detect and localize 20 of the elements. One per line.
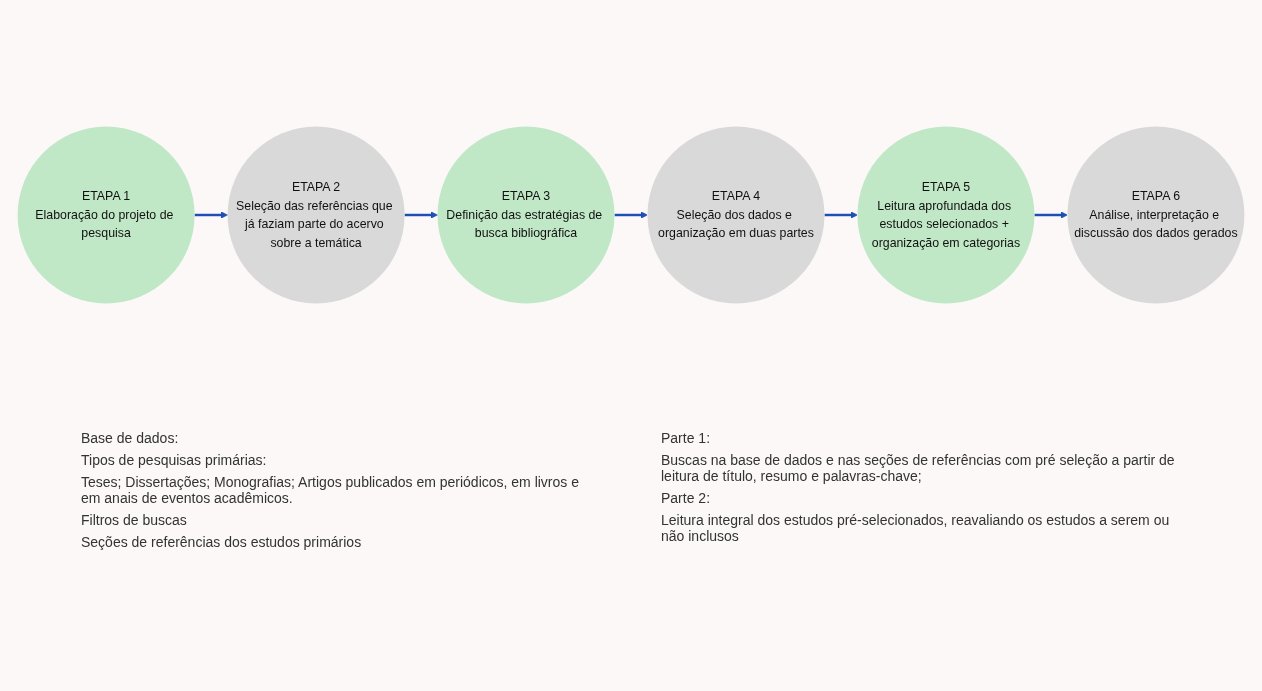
- note-text: Teses; Dissertações; Monografias; Artigos publicados em periódicos, em livros e em anais de eventos acadêmicos.: [81, 474, 580, 506]
- note-text: Seções de referências dos estudos primários: [81, 534, 363, 550]
- node-circle: ETAPA 3 Definição das estratégias de busca bibliográfica: [437, 126, 615, 304]
- note-text: Filtros de buscas: [81, 512, 188, 528]
- node-circle: ETAPA 6 Análise, interpretação e discussão dos dados gerados: [1067, 126, 1245, 304]
- note-text: Parte 1:: [661, 430, 712, 446]
- node-circle: ETAPA 1 Elaboração do projeto de pesquisa: [17, 126, 195, 304]
- note-text: Tipos de pesquisas primárias:: [81, 452, 268, 468]
- note-text: Leitura integral dos estudos pré-selecionados, reavaliando os estudos a serem ou não inclusos: [661, 512, 1171, 544]
- note-text: Parte 2:: [661, 490, 712, 506]
- node-circle: ETAPA 5 Leitura aprofundada dos estudos selecionados + organização em categorias: [857, 126, 1035, 304]
- node-circle: ETAPA 4 Seleção dos dados e organização em duas partes: [647, 126, 825, 304]
- arrow: [614, 211, 648, 219]
- arrow: [824, 211, 858, 219]
- arrow: [404, 211, 438, 219]
- note-text: Base de dados:: [81, 430, 180, 446]
- arrow: [194, 211, 228, 219]
- note-text: Buscas na base de dados e nas seções de referências com pré seleção a partir de leitura de título, resumo e palavras-chave;: [661, 452, 1176, 484]
- arrow: [1034, 211, 1068, 219]
- node-circle: ETAPA 2 Seleção das referências que já faziam parte do acervo sobre a temática: [227, 126, 405, 304]
